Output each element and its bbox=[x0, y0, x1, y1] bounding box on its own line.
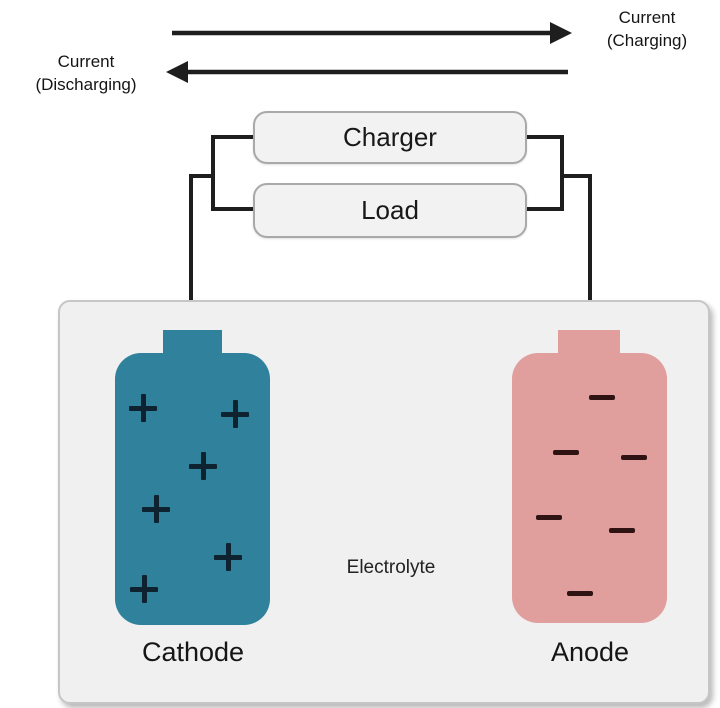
charging-label-line1: Current bbox=[618, 8, 676, 27]
minus-charge-icon bbox=[536, 504, 562, 530]
charging-label-line2: (Charging) bbox=[606, 31, 688, 50]
minus-charge-icon bbox=[567, 580, 593, 606]
plus-charge-icon bbox=[189, 452, 217, 480]
plus-charge-icon bbox=[130, 575, 158, 603]
discharging-current-label: Current (Discharging) bbox=[8, 50, 164, 96]
anode-label: Anode bbox=[550, 637, 630, 667]
left-circuit-wires bbox=[189, 135, 253, 334]
minus-charge-icon bbox=[589, 384, 615, 410]
plus-charge-icon bbox=[129, 394, 157, 422]
discharging-label-line2: (Discharging) bbox=[35, 75, 137, 94]
right-circuit-wires bbox=[527, 135, 592, 334]
plus-charge-icon bbox=[142, 495, 170, 523]
minus-charge-icon bbox=[609, 517, 635, 543]
cathode-label: Cathode bbox=[141, 637, 245, 667]
charger-label: Charger bbox=[343, 122, 437, 152]
minus-charge-icon bbox=[621, 444, 647, 470]
plus-charge-icon bbox=[221, 400, 249, 428]
load-label: Load bbox=[361, 195, 419, 225]
discharging-label-line1: Current bbox=[57, 52, 115, 71]
charger-box: Charger bbox=[253, 111, 527, 164]
charging-current-arrow bbox=[172, 22, 572, 44]
plus-charge-icon bbox=[214, 543, 242, 571]
load-box: Load bbox=[253, 183, 527, 238]
charging-current-label: Current (Charging) bbox=[578, 6, 716, 52]
electrolyte-label: Electrolyte bbox=[346, 557, 436, 578]
discharging-current-arrow bbox=[166, 61, 568, 83]
minus-charge-icon bbox=[553, 439, 579, 465]
